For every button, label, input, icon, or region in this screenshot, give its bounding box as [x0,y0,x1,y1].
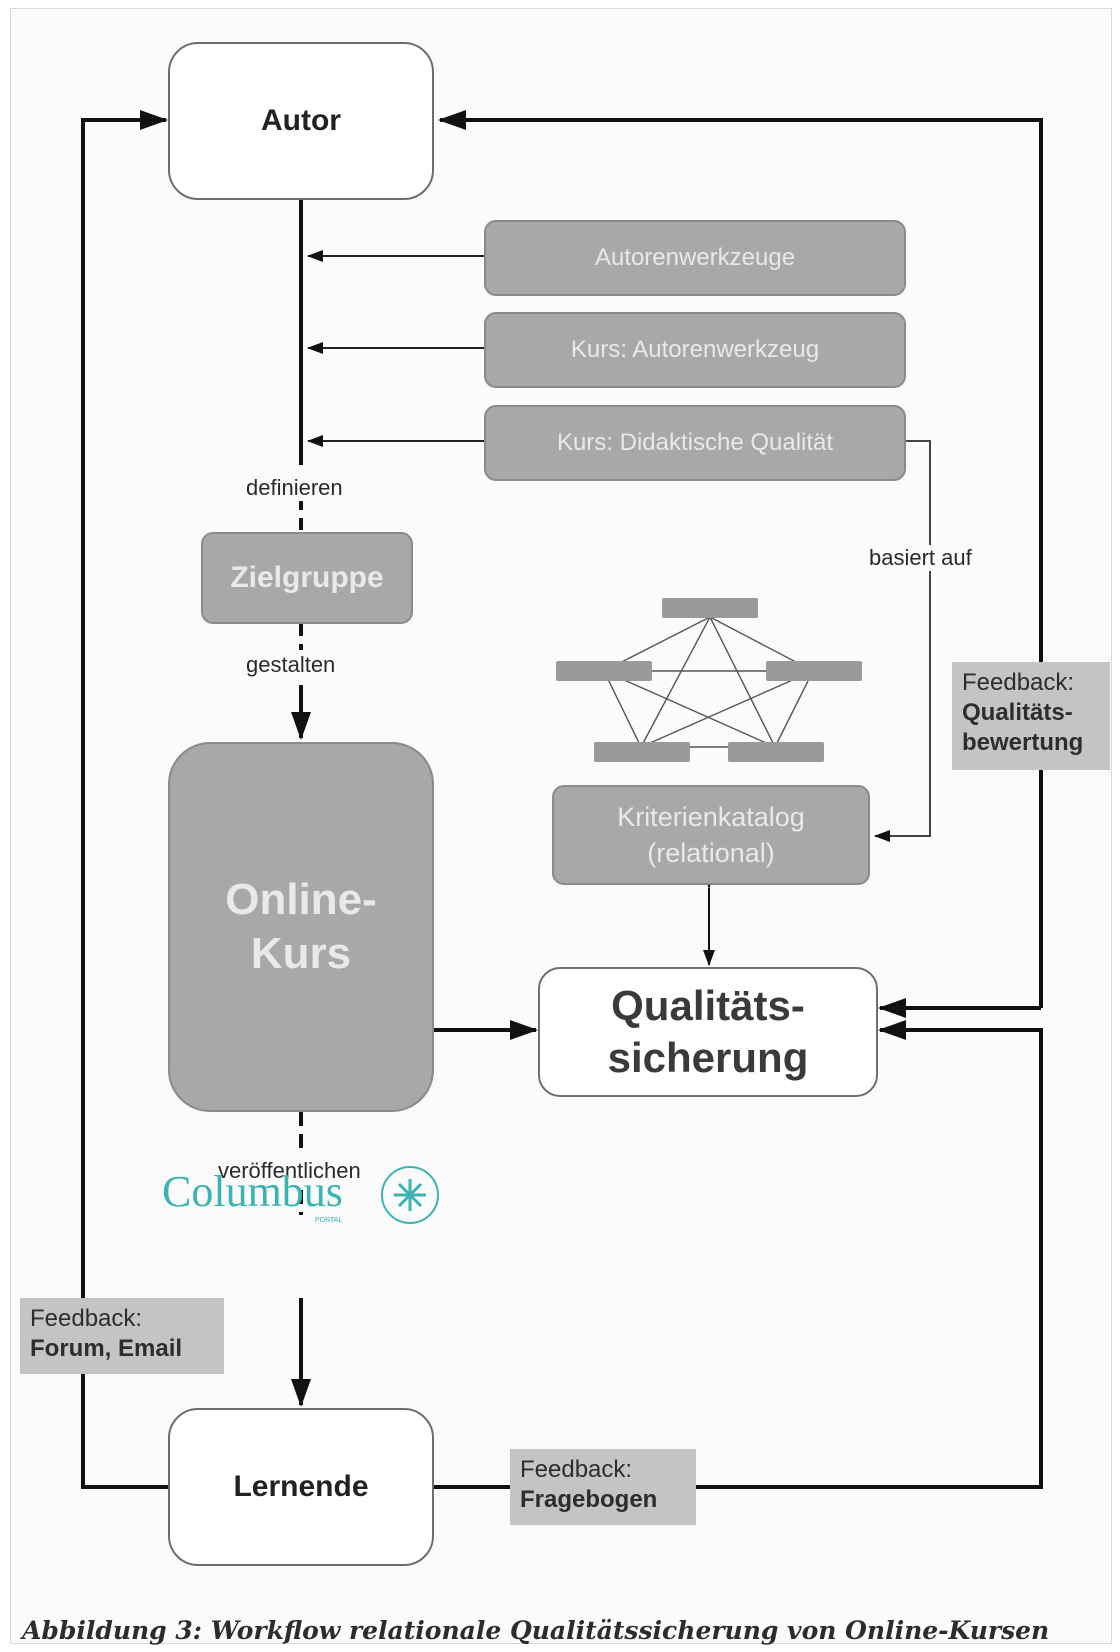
figure-caption: Abbildung 3: Workflow relationale Qualit… [22,1616,1050,1645]
feedback-qualitaetsbewertung-line3: bewertung [962,729,1084,756]
label-veroeffentlichen: veröffentlichen [214,1158,365,1184]
columbus-logo: Columbus PORTAL [160,1160,450,1230]
node-kriterienkatalog: Kriterienkatalog (relational) [552,785,870,885]
feedback-forum-email-line1: Feedback: [30,1305,143,1332]
node-zielgruppe: Zielgruppe [201,532,413,624]
node-autor-label: Autor [261,104,341,137]
node-qualitaetssicherung: Qualitäts- sicherung [538,967,878,1097]
node-autorenwerkzeuge: Autorenwerkzeuge [484,220,906,296]
node-kurs-didaktische-qualitaet: Kurs: Didaktische Qualität [484,405,906,481]
network-node-left [556,661,652,681]
node-zielgruppe-label: Zielgruppe [230,561,384,594]
node-online-kurs: Online- Kurs [168,742,434,1112]
node-qualitaetssicherung-line2: sicherung [607,1034,809,1081]
feedback-fragebogen: Feedback: Fragebogen [510,1449,696,1525]
feedback-fragebogen-line2: Fragebogen [520,1486,658,1513]
lernende-to-qs-loop [434,1020,1043,1489]
node-kurs-didaktische-qualitaet-label: Kurs: Didaktische Qualität [556,429,834,456]
network-node-top [662,598,758,618]
node-online-kurs-line1: Online- [225,875,377,924]
node-kriterienkatalog-line2: (relational) [647,838,775,868]
node-qualitaetssicherung-line1: Qualitäts- [611,982,805,1029]
columbus-star-icon [381,1166,439,1224]
node-lernende: Lernende [168,1408,434,1566]
feedback-forum-email-line2: Forum, Email [30,1335,183,1362]
label-gestalten: gestalten [242,652,340,678]
node-kurs-autorenwerkzeug-label: Kurs: Autorenwerkzeug [570,336,820,363]
node-autorenwerkzeuge-label: Autorenwerkzeuge [594,244,796,271]
columbus-logo-text: Columbus [162,1167,343,1216]
left-feedback-loop [81,110,168,1489]
feedback-qualitaetsbewertung: Feedback: Qualitäts- bewertung [952,662,1110,770]
network-node-bottom-right [728,742,824,762]
feedback-fragebogen-line1: Feedback: [520,1456,633,1483]
network-node-right [766,661,862,681]
label-basiert-auf: basiert auf [865,545,976,571]
node-kurs-autorenwerkzeug: Kurs: Autorenwerkzeug [484,312,906,388]
columbus-logo-sub: PORTAL [315,1217,342,1224]
feedback-qualitaetsbewertung-line1: Feedback: [962,669,1075,696]
basiert-auf-connector [874,440,931,842]
node-lernende-label: Lernende [233,1470,369,1503]
node-online-kurs-line2: Kurs [250,929,352,978]
node-autor: Autor [168,42,434,200]
feedback-qualitaetsbewertung-line2: Qualitäts- [962,699,1073,726]
feedback-forum-email: Feedback: Forum, Email [20,1298,224,1374]
relational-network [603,616,814,748]
node-kriterienkatalog-line1: Kriterienkatalog [617,802,805,832]
network-node-bottom-left [594,742,690,762]
label-definieren: definieren [242,475,347,501]
